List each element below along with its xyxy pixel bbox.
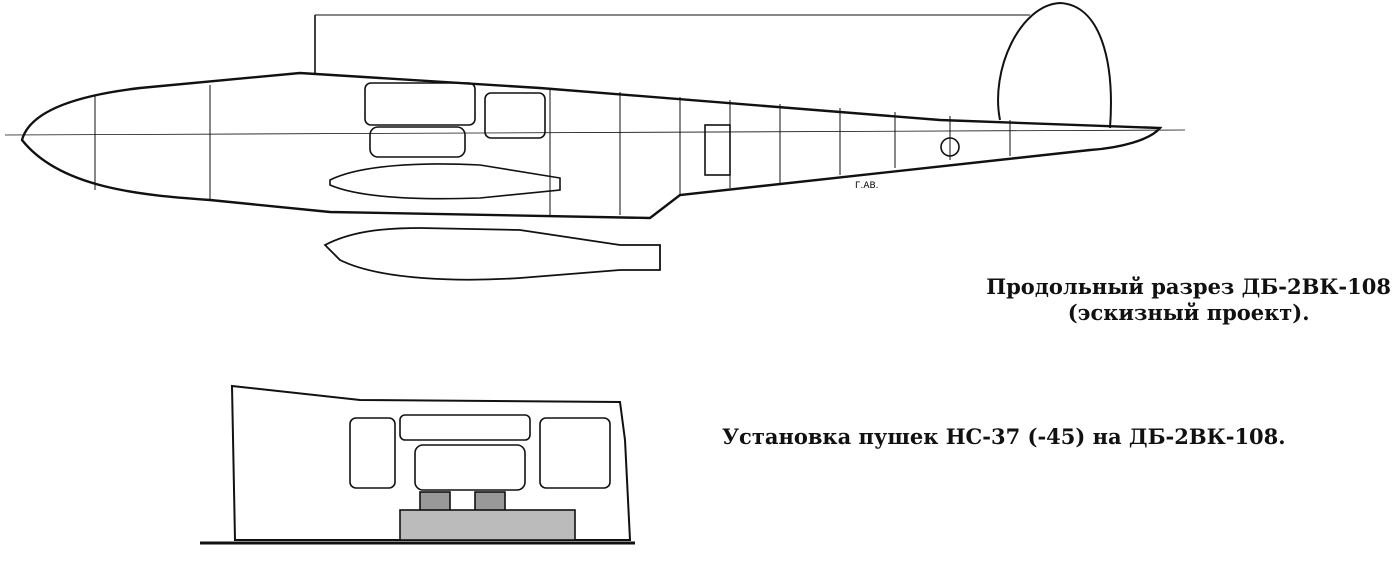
bomb-external (323, 227, 661, 281)
fuselage-section (4, 1, 1186, 220)
section-title: Продольный разрез ДБ-2ВК-108 (986, 274, 1391, 299)
cannon-installation-section (200, 384, 635, 545)
section-caption: Продольный разрез ДБ-2ВК-108 (эскизный п… (986, 274, 1391, 326)
signature: Г.АВ. (855, 181, 879, 191)
cannon-caption: Установка пушек НС-37 (-45) на ДБ-2ВК-10… (722, 424, 1286, 449)
section-subtitle: (эскизный проект). (1067, 300, 1310, 325)
